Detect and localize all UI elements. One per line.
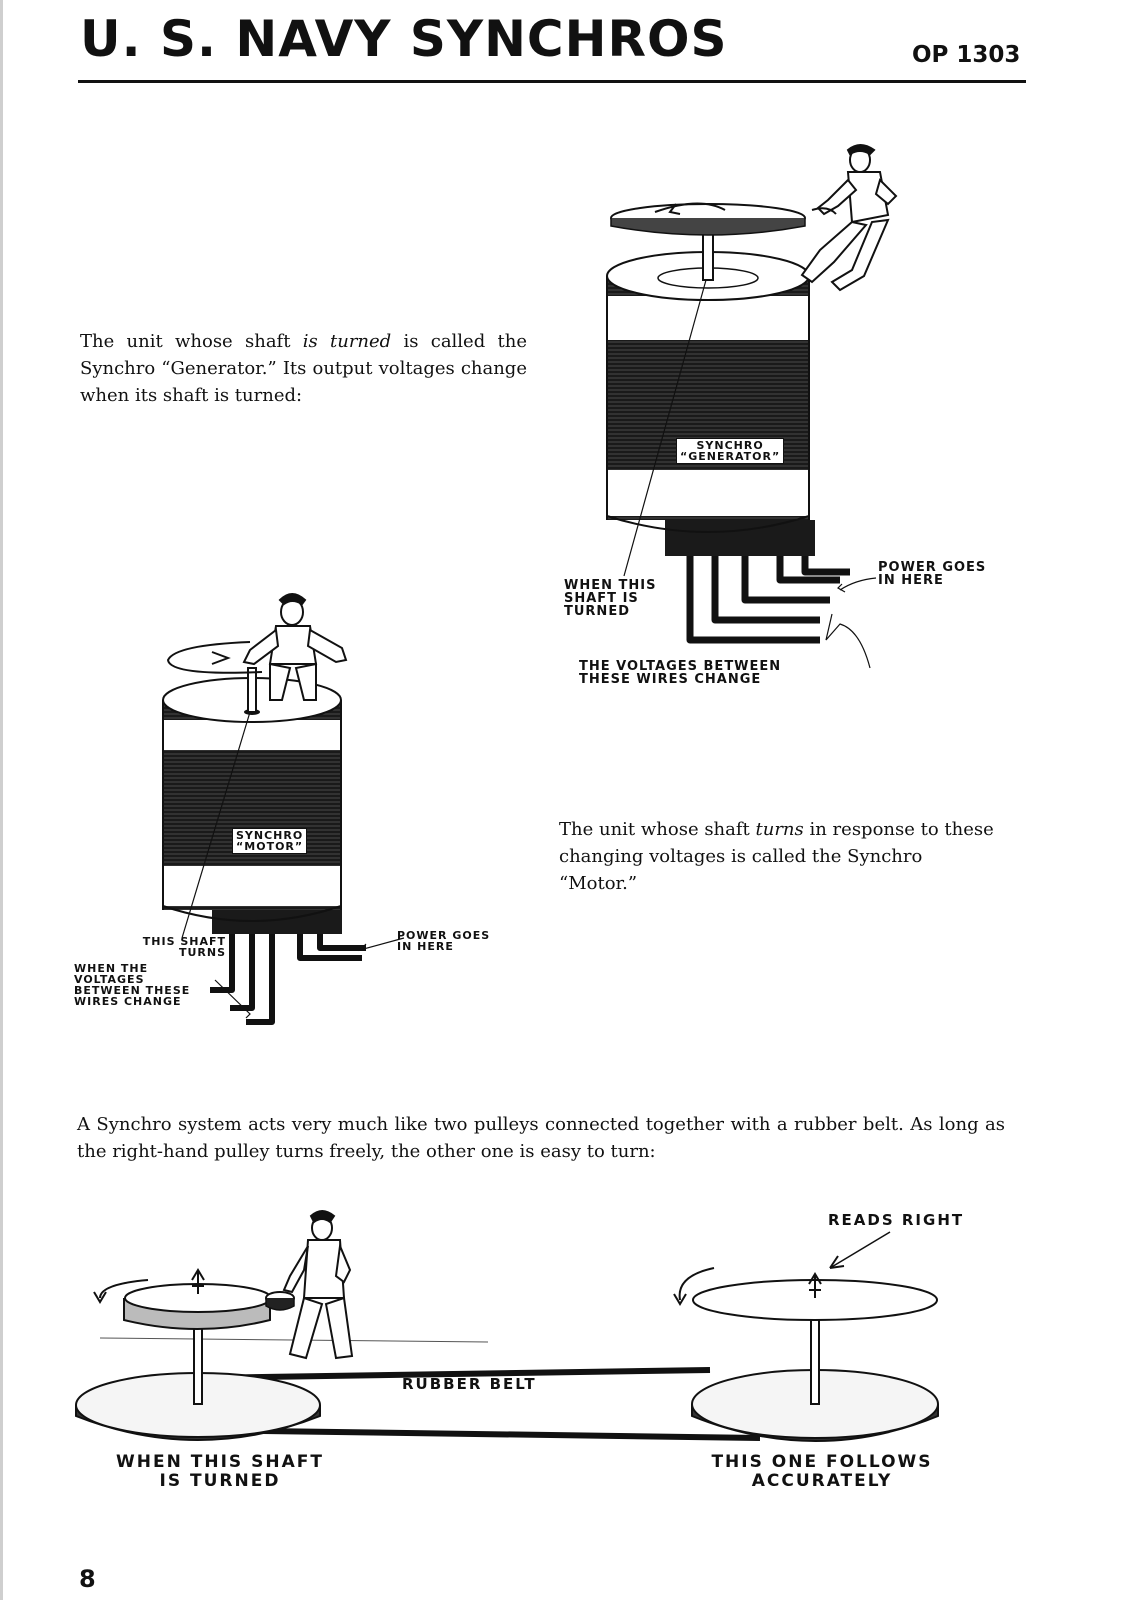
motor-shaft-label: THIS SHAFT TURNS: [142, 935, 226, 959]
generator-power-label: POWER GOES IN HERE: [878, 560, 987, 588]
motor-power-label: POWER GOES IN HERE: [397, 929, 491, 953]
left-pulley-label: WHEN THIS SHAFT IS TURNED: [116, 1452, 324, 1491]
generator-description: The unit whose shaft is turned is called…: [80, 331, 527, 406]
synchro-motor-drawing: [162, 593, 405, 1025]
document-code: OP 1303: [912, 42, 1021, 68]
generator-voltage-label: THE VOLTAGES BETWEEN THESE WIRES CHANGE: [579, 659, 782, 687]
motor-voltage-label: WHEN THE VOLTAGES BETWEEN THESE WIRES CH…: [74, 962, 191, 1008]
pulley-system-drawing: [75, 1210, 939, 1442]
reads-right-label: READS RIGHT: [828, 1211, 965, 1229]
synchro-generator-drawing: [606, 144, 898, 669]
page-edge-shadow: [0, 0, 3, 1600]
generator-shaft-label: WHEN THIS SHAFT IS TURNED: [564, 578, 657, 619]
page-title: U. S. NAVY SYNCHROS: [80, 10, 728, 68]
page-number: 8: [79, 1565, 96, 1593]
motor-description: The unit whose shaft turns in response t…: [559, 819, 994, 894]
motor-nameplate: SYNCHRO “MOTOR”: [232, 828, 308, 854]
pulley-description: A Synchro system acts very much like two…: [77, 1114, 1005, 1162]
header-rule: [78, 80, 1026, 83]
right-pulley-label: THIS ONE FOLLOWS ACCURATELY: [711, 1452, 933, 1491]
rubber-belt-label: RUBBER BELT: [402, 1375, 537, 1393]
generator-nameplate: SYNCHRO “GENERATOR”: [676, 438, 785, 464]
